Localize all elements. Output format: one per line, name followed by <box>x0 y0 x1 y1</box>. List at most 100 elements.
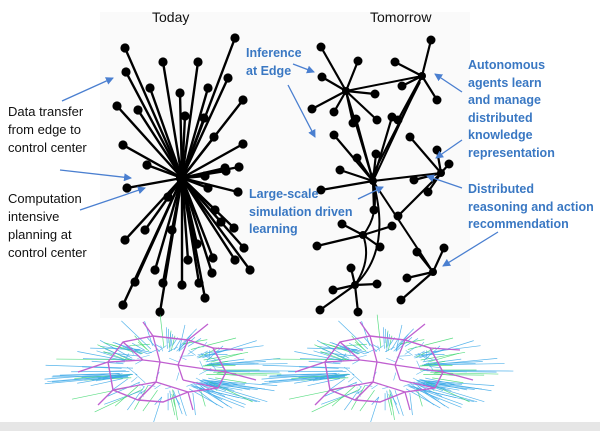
annotation-computation-planning: Computation intensive planning at contro… <box>8 190 87 262</box>
road-branch <box>269 373 337 377</box>
leaf-node <box>393 211 403 221</box>
leaf-node <box>216 217 226 227</box>
network-edge <box>148 87 184 179</box>
road-branch <box>122 346 152 353</box>
road-branch <box>173 390 183 415</box>
network-edge <box>180 177 214 274</box>
main-road <box>97 389 114 406</box>
annotation-line: planning at <box>8 227 72 242</box>
network-edge <box>181 136 215 179</box>
agent-hub-node <box>437 169 445 177</box>
main-road <box>152 335 161 363</box>
hub-link <box>372 180 434 273</box>
leaf-node <box>140 225 150 235</box>
annotation-line: learning <box>249 222 298 236</box>
leaf-node <box>199 113 209 123</box>
leaf-node <box>203 83 213 93</box>
road-branch <box>177 390 187 416</box>
leaf-node <box>203 183 213 193</box>
annotation-line: Data transfer <box>8 104 84 119</box>
main-road <box>372 381 406 393</box>
road-network-graphic-right <box>261 314 514 423</box>
main-road <box>177 364 184 381</box>
network-edge <box>394 61 423 77</box>
main-road <box>155 381 189 393</box>
road-branch <box>326 370 343 372</box>
annotation-line: from edge to <box>8 122 81 137</box>
road-branch <box>203 380 251 391</box>
road-branch <box>264 374 351 382</box>
arrow-data-transfer-2 <box>59 169 132 182</box>
main-road <box>329 381 374 391</box>
main-road-loop <box>107 335 227 403</box>
road-branch <box>371 384 378 390</box>
road-branch <box>131 342 145 351</box>
leaf-node <box>372 279 382 289</box>
road-branch <box>331 342 359 355</box>
road-branch <box>424 383 475 390</box>
network-edge <box>180 115 187 179</box>
main-road <box>159 361 179 366</box>
main-road <box>77 361 109 373</box>
leaf-node <box>229 223 239 233</box>
agent-hub-node <box>342 87 350 95</box>
road-branch <box>421 363 505 366</box>
network-edge <box>153 177 184 271</box>
network-edge <box>116 105 183 179</box>
main-road <box>394 364 401 381</box>
road-branch <box>427 363 434 371</box>
road-network-graphic-left <box>44 314 297 423</box>
road-branch <box>374 345 384 352</box>
tomorrow-distributed-network <box>307 35 454 317</box>
leaf-node <box>396 295 406 305</box>
arrow-simulation <box>357 186 384 200</box>
leaf-node <box>155 307 165 317</box>
leaf-node <box>120 235 130 245</box>
road-branch <box>203 360 229 367</box>
main-road <box>177 364 227 373</box>
road-branch <box>387 333 390 347</box>
road-branch <box>320 351 345 361</box>
agent-hub-node <box>429 268 437 276</box>
road-branch <box>262 364 351 369</box>
main-road <box>429 347 461 351</box>
road-branch <box>77 351 126 361</box>
leaf-node <box>145 83 155 93</box>
road-branch <box>168 357 179 363</box>
road-branch <box>395 324 403 352</box>
road-branch <box>135 359 143 365</box>
annotation-autonomous-agents: Autonomous agents learn and manage distr… <box>468 57 555 162</box>
road-branch <box>384 346 396 352</box>
leaf-node <box>118 140 128 150</box>
network-edge <box>180 117 206 179</box>
road-branch <box>416 360 421 369</box>
road-branch <box>190 385 240 399</box>
leaf-node <box>432 145 442 155</box>
main-road <box>324 359 361 363</box>
annotation-line: Autonomous <box>468 58 546 72</box>
network-edge <box>339 168 374 183</box>
leaf-node <box>245 265 255 275</box>
road-branch <box>429 366 441 369</box>
leaf-node <box>208 253 218 263</box>
road-branch <box>409 392 413 416</box>
leaf-node <box>312 241 322 251</box>
network-edge <box>354 118 375 182</box>
main-road <box>294 361 326 373</box>
road-branch <box>179 328 197 347</box>
network-edge <box>181 142 244 180</box>
leaf-node <box>130 277 140 287</box>
road-branch <box>107 381 141 397</box>
hub-link <box>354 180 381 286</box>
road-branch <box>405 350 413 356</box>
road-branch <box>407 385 457 399</box>
road-branch <box>196 389 218 406</box>
leaf-node <box>183 255 193 265</box>
road-branch <box>425 377 455 385</box>
road-branch <box>210 363 217 371</box>
road-branch <box>405 388 441 409</box>
leaf-node <box>121 67 131 77</box>
road-branch <box>199 360 204 369</box>
leaf-node <box>353 307 363 317</box>
road-branch <box>188 350 196 356</box>
